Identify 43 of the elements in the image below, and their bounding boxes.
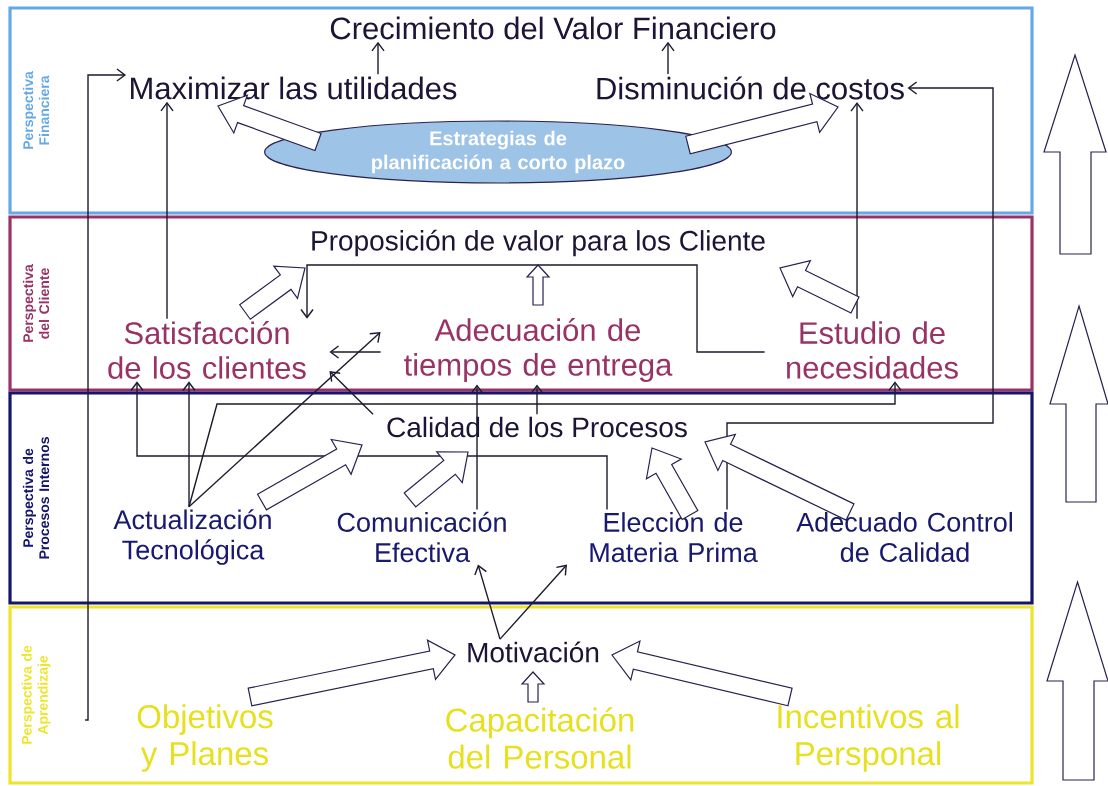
arrow bbox=[130, 381, 608, 511]
arrow bbox=[661, 41, 675, 75]
arrow bbox=[499, 564, 567, 640]
block-arrow bbox=[645, 447, 699, 521]
objective-text: Maximizar las utilidades bbox=[131, 76, 457, 100]
arrow bbox=[329, 345, 382, 359]
block-arrow bbox=[685, 92, 839, 155]
arrow bbox=[188, 381, 902, 508]
objective-text: Disminución de costos bbox=[597, 76, 904, 100]
objective-text: Crecimiento del Valor Financiero bbox=[330, 16, 776, 40]
objective-text: Objetivos y Planes bbox=[137, 704, 273, 772]
block-arrow bbox=[403, 451, 469, 508]
objective-text: Motivación bbox=[468, 641, 599, 663]
arrow bbox=[474, 564, 501, 640]
objective-text: Incentivos al Persponal bbox=[778, 704, 959, 772]
block-arrow bbox=[256, 438, 363, 511]
arrow bbox=[300, 264, 766, 353]
arrow bbox=[470, 384, 484, 511]
arrow bbox=[160, 101, 174, 320]
objective-text: Satisfacción de los clientes bbox=[108, 321, 306, 379]
arrow bbox=[329, 371, 374, 415]
arrow bbox=[530, 384, 544, 415]
block-arrow bbox=[779, 259, 860, 314]
block-arrow bbox=[525, 264, 551, 306]
block-arrow bbox=[611, 639, 793, 707]
arrow bbox=[850, 101, 864, 320]
arrow bbox=[371, 41, 385, 75]
arrow bbox=[182, 381, 196, 508]
block-arrow bbox=[704, 433, 855, 521]
block-arrow bbox=[247, 639, 456, 707]
objective-text: Actualización Tecnológica bbox=[113, 509, 271, 565]
objective-text: Adecuado Control de Calidad bbox=[796, 511, 1012, 562]
block-arrow bbox=[217, 94, 322, 152]
objective-text: Proposición de valor para los Cliente bbox=[312, 229, 765, 257]
objective-text: Adecuación de tiempos de entrega bbox=[404, 318, 673, 382]
objective-text: Elección de Materia Prima bbox=[590, 511, 758, 563]
arrow bbox=[188, 332, 381, 508]
block-arrow bbox=[520, 671, 546, 703]
objective-text: Comunicación Efectiva bbox=[337, 511, 506, 563]
objective-text: Capacitación del Personal bbox=[446, 707, 634, 769]
arrow bbox=[726, 81, 994, 511]
objective-text: Estudio de necesidades bbox=[787, 321, 958, 379]
arrow bbox=[84, 68, 127, 721]
